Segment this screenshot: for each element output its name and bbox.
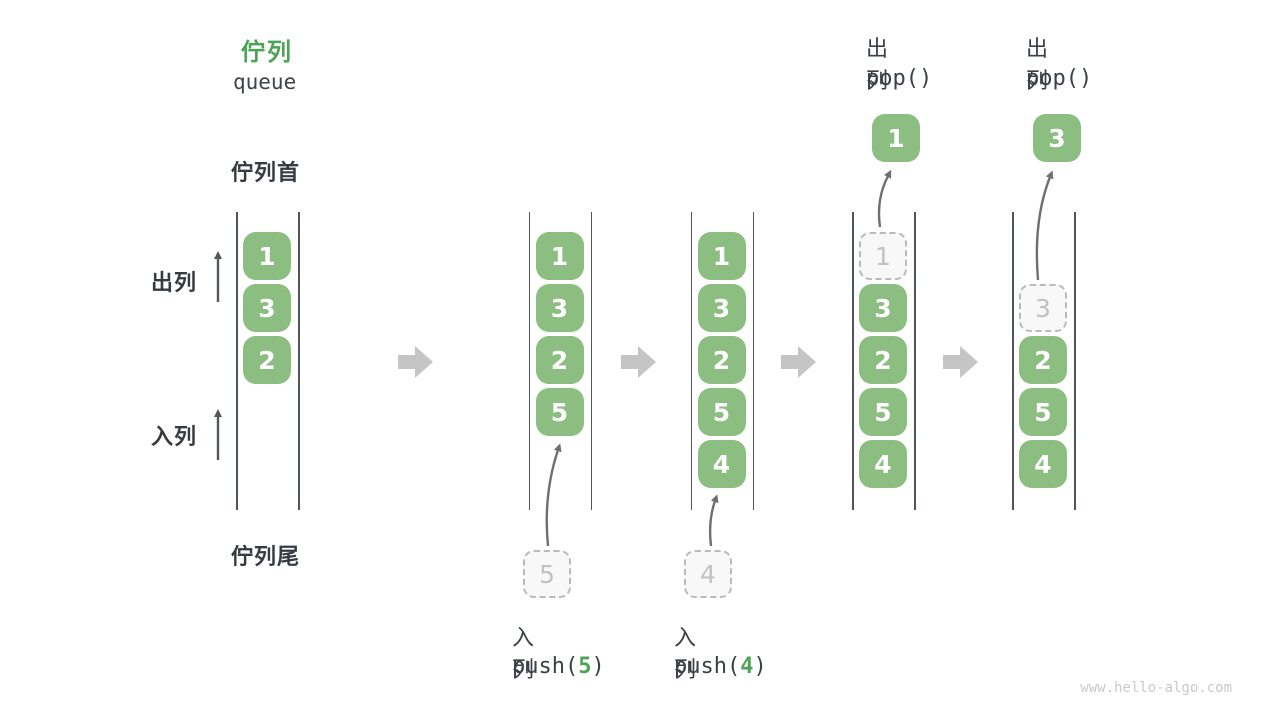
operation-label-zh: 入列 (512, 625, 536, 682)
channel-wall (298, 212, 300, 510)
queue-item: 3 (697, 284, 746, 332)
queue-item: 4 (859, 440, 907, 488)
operation-label-code: pop() (866, 66, 932, 91)
queue-item: 2 (535, 336, 584, 384)
queue-item: 4 (697, 440, 746, 488)
popped-item: 1 (872, 114, 920, 162)
channel-wall (752, 212, 755, 510)
queue-item: 5 (1019, 388, 1067, 436)
watermark: www.hello-algo.com (1080, 680, 1232, 696)
diagram-title-en: queue (233, 70, 297, 94)
queue-item: 2 (859, 336, 907, 384)
operation-label-zh: 出列 (1026, 36, 1050, 93)
channel-wall (1012, 212, 1014, 510)
operation-label-code: pop() (1026, 66, 1092, 91)
queue-item: 1 (243, 232, 291, 280)
queue-item: 1 (697, 232, 746, 280)
queue-front-label: 佇列首 (231, 160, 301, 185)
queue-item: 3 (535, 284, 584, 332)
queue-item: 3 (243, 284, 291, 332)
diagram-title-zh: 佇列 (241, 39, 293, 66)
dequeued-slot: 1 (859, 232, 907, 280)
channel-wall (528, 212, 531, 510)
queue-item: 3 (859, 284, 907, 332)
operation-label-zh: 入列 (674, 625, 698, 682)
push5-arrow (545, 443, 562, 547)
code-fn-close: ) (1078, 66, 1093, 91)
enqueue-side-label: 入列 (151, 424, 198, 449)
channel-wall (590, 212, 593, 510)
queue-item: 4 (1019, 440, 1067, 488)
transition-arrow-1 (398, 346, 433, 378)
operation-label-code: push(5) (512, 654, 605, 679)
code-fn-open: pop( (1026, 66, 1079, 91)
queue-item: 5 (697, 388, 746, 436)
popped-item: 3 (1033, 114, 1081, 162)
queue-item: 1 (535, 232, 584, 280)
channel-wall (1074, 212, 1076, 510)
code-arg: 5 (578, 654, 592, 679)
operation-label-code: push(4) (674, 654, 767, 679)
dequeue-side-label: 出列 (151, 270, 198, 295)
code-fn-open: push( (512, 654, 579, 679)
operation-label-zh: 出列 (866, 36, 890, 93)
code-fn-close: ) (753, 654, 767, 679)
pop1-arrow (877, 169, 892, 228)
code-fn-close: ) (918, 66, 933, 91)
channel-wall (236, 212, 238, 510)
queue-item: 5 (535, 388, 584, 436)
queue-item: 2 (243, 336, 291, 384)
transition-arrow-2 (621, 346, 656, 378)
code-fn-close: ) (591, 654, 605, 679)
code-fn-open: push( (674, 654, 741, 679)
dequeued-slot: 3 (1019, 284, 1067, 332)
pop3-arrow (1035, 170, 1054, 281)
queue-item: 2 (697, 336, 746, 384)
channel-wall (852, 212, 854, 510)
code-arg: 4 (740, 654, 754, 679)
staged-item: 4 (684, 550, 732, 598)
channel-wall (914, 212, 916, 510)
transition-arrow-3 (781, 346, 816, 378)
staged-item: 5 (523, 550, 571, 598)
queue-rear-label: 佇列尾 (231, 544, 301, 569)
queue-item: 2 (1019, 336, 1067, 384)
code-fn-open: pop( (866, 66, 919, 91)
channel-wall (690, 212, 693, 510)
transition-arrow-4 (943, 346, 978, 378)
push4-arrow (708, 494, 719, 547)
queue-item: 5 (859, 388, 907, 436)
